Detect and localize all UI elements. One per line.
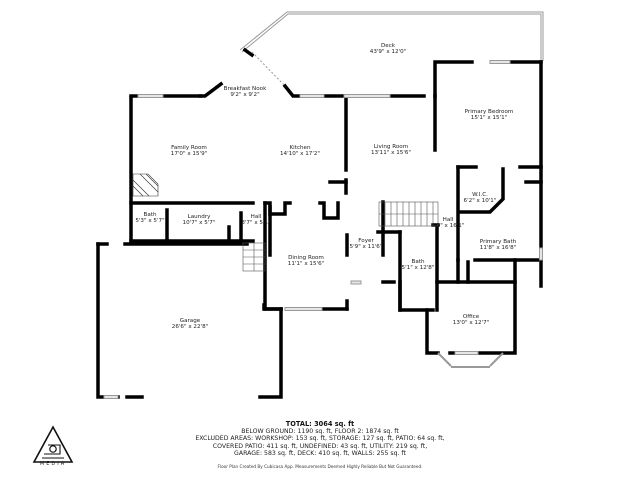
summary-line: EXCLUDED AREAS: WORKSHOP: 153 sq. ft, ST… (195, 435, 445, 443)
staircase-right (378, 201, 439, 227)
walls (96, 47, 543, 399)
total-area: TOTAL: 3064 sq. ft (285, 420, 355, 428)
primary-bath-dim: 11'8" x 16'8" (480, 245, 517, 251)
deck-label: Deck (381, 43, 396, 49)
kitchen-label: Kitchen (289, 145, 310, 151)
bath-center-dim: 5'1" x 12'8" (402, 265, 435, 271)
kitchen-dim: 14'10" x 17'2" (280, 151, 320, 157)
deck-outline (239, 11, 544, 61)
dining-room-dim: 11'1" x 15'6" (288, 261, 325, 267)
disclaimer: Floor Plan Created By Cubicasa App. Meas… (217, 463, 423, 469)
deck-dim: 43'9" x 12'0" (370, 49, 407, 55)
windows (103, 51, 543, 399)
hall-left-label: Hall (251, 214, 262, 220)
office-label: Office (463, 314, 480, 320)
living-room-label: Living Room (374, 144, 408, 150)
area-summary: TOTAL: 3064 sq. ft BELOW GROUND: 1190 sq… (150, 420, 490, 469)
living-room-dim: 13'11" x 15'6" (371, 150, 411, 156)
hall-right-label: Hall (443, 217, 454, 223)
wic-label: W.I.C. (472, 192, 488, 198)
primary-bedroom-label: Primary Bedroom (465, 109, 514, 115)
breakfast-nook-dim: 9'2" x 9'2" (230, 92, 260, 98)
family-room-label: Family Room (171, 145, 207, 151)
office-dim: 13'0" x 12'7" (453, 320, 490, 326)
laundry-dim: 10'7" x 5'7" (183, 220, 216, 226)
office-bay-windows (437, 352, 504, 368)
family-room-dim: 17'0" x 15'9" (171, 151, 208, 157)
bath-left-label: Bath (143, 212, 156, 218)
garage-dim: 26'6" x 22'8" (172, 324, 209, 330)
bath-center-label: Bath (411, 259, 424, 265)
laundry-label: Laundry (188, 214, 211, 220)
bath-left-dim: 5'3" x 5'7" (135, 218, 165, 224)
summary-line: GARAGE: 583 sq. ft, DECK: 410 sq. ft, WA… (234, 450, 406, 458)
room-labels: Deck 43'9" x 12'0" Breakfast Nook 9'2" x… (135, 43, 516, 330)
summary-line: BELOW GROUND: 1190 sq. ft, FLOOR 2: 1874… (241, 428, 399, 435)
logo-text: MEDIA (39, 461, 67, 467)
foyer-label: Foyer (358, 238, 374, 244)
hall-left-dim: 3'7" x 5'1" (241, 220, 271, 226)
garage-label: Garage (180, 318, 201, 324)
summary-line: COVERED PATIO: 411 sq. ft, UNDEFINED: 43… (212, 442, 428, 450)
hall-right-dim: 4'0" x 16'1" (432, 223, 465, 229)
breakfast-nook-label: Breakfast Nook (224, 86, 267, 92)
wic-dim: 6'2" x 10'1" (464, 198, 497, 204)
staircase-left (242, 242, 266, 272)
ahh-snap-media-logo-icon (32, 425, 74, 463)
foyer-dim: 5'9" x 11'6" (350, 244, 383, 250)
primary-bath-label: Primary Bath (480, 239, 517, 245)
dining-room-label: Dining Room (288, 255, 324, 261)
primary-bedroom-dim: 15'1" x 15'1" (471, 115, 508, 121)
fireplace-icon (132, 173, 159, 197)
